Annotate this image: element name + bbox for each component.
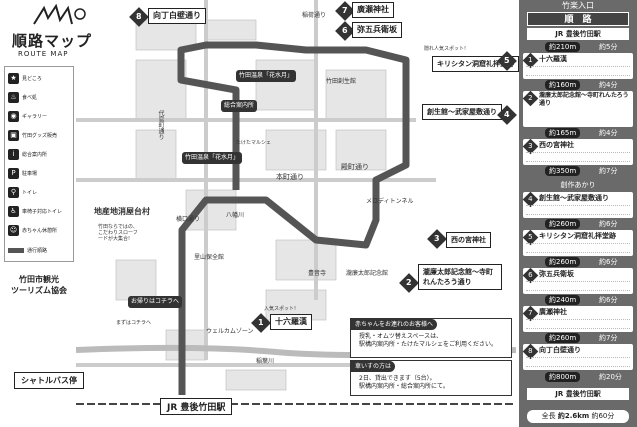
- star-icon: ★: [8, 72, 19, 84]
- shuttle-bus-stop: シャトルバス停: [14, 372, 84, 389]
- start-here-note: お帰りはコチラへ: [128, 296, 183, 308]
- food-icon: ♨: [8, 91, 19, 103]
- gallery-icon: ◉: [8, 110, 19, 122]
- tourism-association: 竹田市観光 ツーリズム協会: [11, 275, 67, 295]
- title-block: 順路マップ ROUTE MAP: [4, 4, 116, 66]
- page-title: 順路マップ: [12, 32, 93, 50]
- baby-info-box: 赤ちゃんをお連れのお客様へ 授乳・オムツ替えスペースは、 駅構内案内所・たけたマ…: [350, 318, 512, 358]
- parking-icon: P: [8, 167, 19, 179]
- wheelchair-info-box: 車いすの方は 2日、貸出できます（5台）。 駅構内案内所・総合案内所にて。: [350, 360, 512, 396]
- legend-item: ⚲トイレ: [8, 185, 37, 199]
- legend-item: ☺赤ちゃん休憩所: [8, 224, 58, 236]
- station-label: JR 豊後竹田駅: [160, 398, 233, 415]
- info-center-label: 総合案内所: [221, 100, 258, 112]
- goods-icon: ▣: [8, 129, 19, 141]
- end-station: JR 豊後竹田駅: [527, 388, 629, 400]
- legend-item: ▣竹田グッズ販売: [8, 128, 57, 142]
- legend-item: ♿車椅子対応トイレ: [8, 204, 62, 218]
- route-label-1: 十六羅漢: [270, 314, 312, 330]
- legend-item: ★見どころ: [8, 71, 42, 85]
- route-label-7: 廣瀬神社: [352, 2, 394, 18]
- return-here-note: 竹田温泉「花水月」: [236, 70, 297, 82]
- route-label-3: 西の宮神社: [446, 232, 491, 248]
- info-icon: i: [8, 148, 19, 160]
- route-label-2: 瀧廉太郎記念館～寺町れんたろう通り: [418, 264, 502, 290]
- wheelchair-icon: ♿: [8, 205, 19, 217]
- legend-item: 通行順路: [8, 243, 47, 257]
- route-label-4: 創生館～武家屋敷通り: [422, 104, 502, 120]
- toilet-icon: ⚲: [8, 186, 19, 198]
- legend-item: ◉ギャラリー: [8, 109, 47, 123]
- break-label: 創作あかり: [560, 181, 596, 189]
- legend-item: ♨食べ処: [8, 90, 37, 104]
- route-path: [177, 41, 410, 395]
- total-distance: 全長 約2.6km 約60分: [527, 410, 629, 423]
- route-label-6: 弥五兵衛坂: [352, 22, 402, 38]
- route-title: 順 路: [527, 12, 629, 26]
- page-subtitle: ROUTE MAP: [18, 50, 69, 58]
- route-line-icon: [8, 247, 24, 253]
- baby-icon: ☺: [8, 224, 19, 236]
- return-here-note-2: 竹田温泉「花水月」: [182, 152, 243, 164]
- start-station: JR 豊後竹田駅: [527, 28, 629, 40]
- panel-header: 竹楽入口: [562, 1, 594, 10]
- logo-icon: [33, 4, 86, 25]
- route-label-8: 向丁白壁通り: [148, 8, 206, 24]
- route-map: 8 向丁白壁通り 7 廣瀬神社 6 弥五兵衛坂 隠れ人気スポット! キリシタン洞…: [76, 0, 519, 427]
